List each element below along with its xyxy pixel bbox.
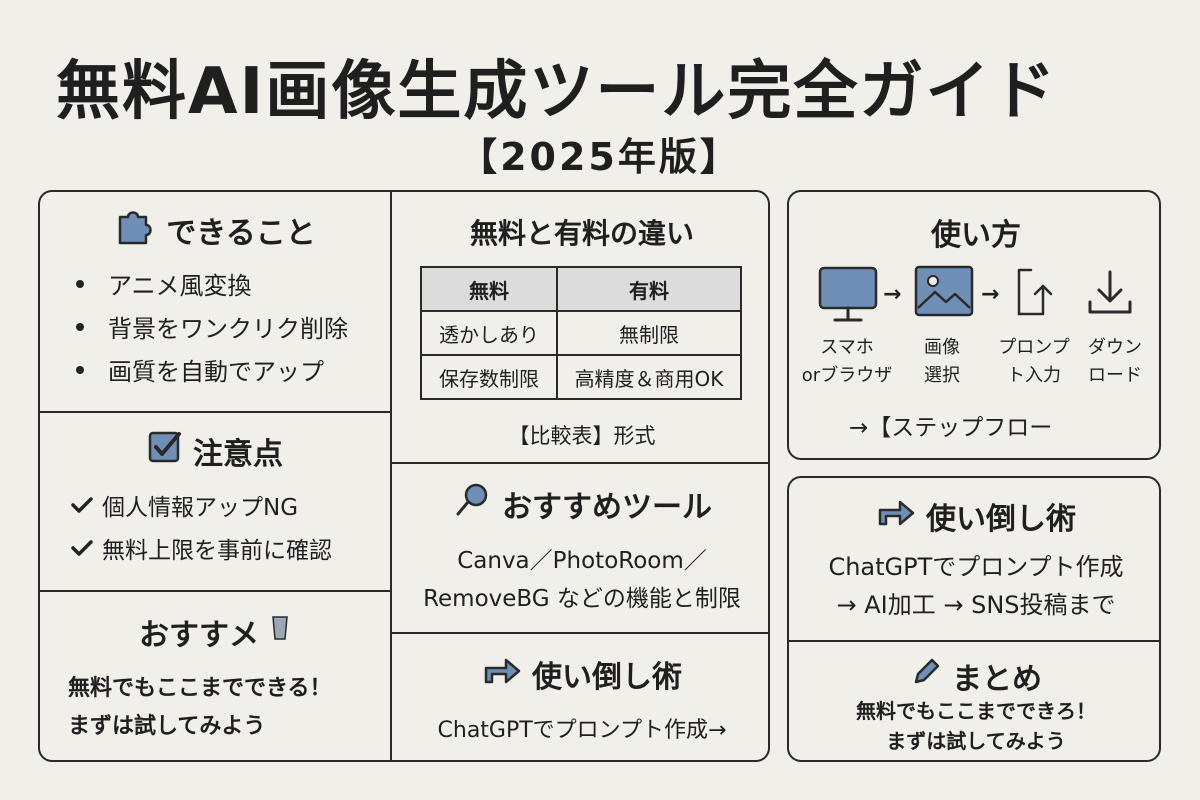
summary-line: まずは試してみよう (886, 729, 1066, 753)
can-do-section: できること アニメ風変換 背景をワンクリク削除 画質を自動でアップ (40, 192, 390, 411)
can-do-heading: できること (166, 216, 316, 251)
summary-line: 無料でもここまでできろ！ (856, 699, 1096, 723)
prompt-icon (1013, 266, 1059, 324)
list-item: 背景をワンクリク削除 (72, 305, 348, 348)
table-cell: 透かしあり (420, 310, 558, 356)
step-arrow: → (981, 282, 1000, 307)
list-item: 無料上限を事前に確認 (70, 526, 332, 569)
tips-right-line: → AI加工 → SNS投稿まで (836, 591, 1116, 619)
comparison-caption: 【比較表】形式 (508, 424, 656, 448)
tips-right-section: 使い倒し術 ChatGPTでプロンプト作成 → AI加工 → SNS投稿まで (789, 478, 1159, 640)
tips-right-heading: 使い倒し術 (926, 502, 1076, 537)
how-to-heading: 使い方 (931, 218, 1021, 253)
recommend-summary-section: おすすメ 無料でもここまでできる！ まずは試してみよう (40, 592, 390, 760)
table-cell: 保存数制限 (420, 354, 558, 400)
comparison-table: 無料 有料 透かしあり 無制限 保存数制限 高精度＆商用OK (420, 266, 742, 400)
pin-icon (452, 480, 492, 528)
image-icon (913, 264, 975, 324)
step-arrow: → (883, 282, 902, 307)
arrow-right-icon (876, 496, 916, 536)
check-icon (71, 496, 93, 513)
table-header-row: 無料 有料 (420, 266, 742, 312)
right-bottom-panel: 使い倒し術 ChatGPTでプロンプト作成 → AI加工 → SNS投稿まで ま… (787, 476, 1161, 762)
step-label-download: ダウンロード (1088, 337, 1142, 386)
list-item: 個人情報アップNG (70, 483, 332, 526)
tips-left-line: ChatGPTでプロンプト作成→ (437, 718, 727, 743)
recommend-summary-line: まずは試してみよう (68, 714, 266, 739)
tools-heading: おすすめツール (502, 490, 712, 525)
tools-line: Canva／PhotoRoom／ (457, 548, 707, 574)
table-row: 透かしあり 無制限 (420, 310, 742, 356)
step-label-image: 画像選択 (924, 337, 960, 386)
tips-left-heading: 使い倒し術 (532, 660, 682, 695)
monitor-icon (817, 264, 879, 330)
arrow-right-icon (482, 654, 522, 694)
comparison-section: 無料と有料の違い 無料 有料 透かしあり 無制限 保存数制限 高精度＆商用OK … (392, 192, 768, 462)
page-title: 無料AI画像生成ツール完全ガイド (56, 55, 1058, 129)
puzzle-icon (114, 205, 156, 255)
table-cell: 高精度＆商用OK (556, 354, 742, 400)
how-to-caption: →【ステップフロー (849, 415, 1053, 441)
column-header-paid: 有料 (556, 266, 742, 312)
tools-line: RemoveBG などの機能と制限 (423, 586, 741, 612)
comparison-heading: 無料と有料の違い (469, 217, 694, 250)
cautions-section: 注意点 個人情報アップNG 無料上限を事前に確認 (40, 413, 390, 590)
summary-heading: まとめ (952, 662, 1042, 697)
cautions-heading: 注意点 (193, 437, 283, 472)
tools-section: おすすめツール Canva／PhotoRoom／ RemoveBG などの機能と… (392, 464, 768, 632)
checkbox-icon (147, 429, 183, 473)
table-row: 保存数制限 高精度＆商用OK (420, 354, 742, 400)
tips-left-section: 使い倒し術 ChatGPTでプロンプト作成→ (392, 634, 768, 760)
check-icon (71, 539, 93, 556)
recommend-summary-line: 無料でもここまでできる！ (68, 676, 332, 701)
list-item: アニメ風変換 (72, 262, 348, 305)
table-cell: 無制限 (556, 310, 742, 356)
column-header-free: 無料 (420, 266, 558, 312)
list-item: 画質を自動でアップ (72, 348, 348, 391)
download-icon (1085, 266, 1135, 324)
page-subtitle: 【2025年版】 (459, 135, 741, 179)
pencil-icon (910, 656, 942, 696)
recommend-summary-heading: おすすメ (139, 618, 259, 653)
pencil-icon (269, 613, 291, 651)
tips-right-line: ChatGPTでプロンプト作成 (828, 553, 1124, 581)
summary-section: まとめ 無料でもここまでできろ！ まずは試してみよう (789, 642, 1159, 760)
step-label-prompt: プロンプト入力 (998, 337, 1070, 386)
left-panel: できること アニメ風変換 背景をワンクリク削除 画質を自動でアップ 注意点 個人… (38, 190, 770, 762)
